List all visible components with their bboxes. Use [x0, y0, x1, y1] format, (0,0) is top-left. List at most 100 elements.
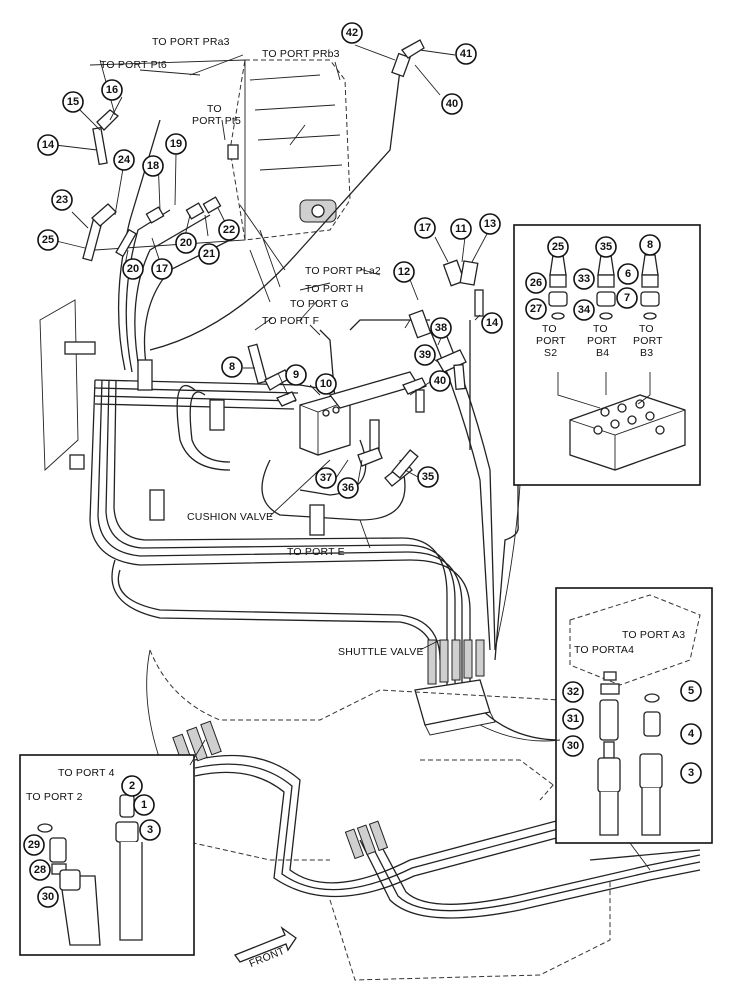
- svg-text:13: 13: [484, 218, 496, 230]
- callout-35a: 35: [417, 466, 439, 488]
- label-port-4: TO PORT 4: [58, 767, 115, 779]
- control-valve-spools: [249, 74, 343, 171]
- callout-14b: 14: [481, 312, 503, 334]
- svg-text:6: 6: [625, 268, 631, 280]
- label-port-2: TO PORT 2: [26, 791, 83, 803]
- detail-fittings: [548, 254, 660, 320]
- label-port-e: TO PORT E: [287, 546, 345, 558]
- svg-text:34: 34: [578, 304, 591, 316]
- svg-text:31: 31: [567, 713, 579, 725]
- callout-31: 31: [562, 708, 584, 730]
- svg-text:32: 32: [567, 686, 579, 698]
- svg-text:30: 30: [42, 891, 54, 903]
- callout-21: 21: [198, 243, 220, 265]
- label-port-a3: TO PORT A3: [622, 629, 685, 641]
- callout-38: 38: [430, 317, 452, 339]
- leader-lines: [51, 44, 489, 651]
- label-port-s2-to: TO: [542, 323, 557, 335]
- callout-15: 15: [62, 91, 84, 113]
- svg-text:42: 42: [346, 27, 358, 39]
- callout-37: 37: [315, 467, 337, 489]
- pilot-block-left: [39, 299, 79, 471]
- svg-text:14: 14: [486, 317, 499, 329]
- svg-text:14: 14: [42, 139, 55, 151]
- svg-text:41: 41: [460, 48, 472, 60]
- shuttle-block-edges: [569, 409, 686, 470]
- svg-text:30: 30: [567, 740, 579, 752]
- hose-clamps: [69, 359, 325, 536]
- label-port-pt5-to: TO: [207, 103, 222, 115]
- label-port-b4: B4: [596, 347, 609, 359]
- callout-25: 25: [37, 229, 59, 251]
- svg-text:8: 8: [229, 361, 235, 373]
- hose-bundle: [89, 69, 701, 919]
- callout-16: 16: [101, 79, 123, 101]
- callout-3a: 3: [680, 762, 702, 784]
- callout-30a: 30: [562, 735, 584, 757]
- shuttle-block-detail: [569, 394, 686, 471]
- svg-text:35: 35: [422, 471, 434, 483]
- callout-28: 28: [29, 859, 51, 881]
- callout-5: 5: [680, 680, 702, 702]
- port-labels: TO PORT PRa3 TO PORT PRb3 TO PORT Pt6 TO…: [26, 36, 685, 803]
- svg-text:29: 29: [28, 839, 40, 851]
- svg-text:37: 37: [320, 472, 332, 484]
- svg-text:25: 25: [42, 234, 54, 246]
- detail-box-link-3: [629, 842, 651, 871]
- callout-34: 34: [573, 299, 595, 321]
- shuttle-block-ports: [593, 399, 665, 435]
- lower-frame: [146, 649, 611, 981]
- callout-33: 33: [573, 268, 595, 290]
- label-port-b4-to: TO: [593, 323, 608, 335]
- callout-11: 11: [450, 218, 472, 240]
- svg-text:17: 17: [156, 263, 168, 275]
- svg-text:5: 5: [688, 685, 694, 697]
- svg-text:38: 38: [435, 322, 447, 334]
- svg-text:12: 12: [398, 266, 410, 278]
- svg-text:8: 8: [647, 239, 653, 251]
- svg-text:17: 17: [419, 222, 431, 234]
- svg-text:7: 7: [624, 292, 630, 304]
- detail-valve-outline: [569, 594, 701, 686]
- label-shuttle-valve: SHUTTLE VALVE: [338, 646, 424, 658]
- callout-6: 6: [617, 263, 639, 285]
- svg-text:23: 23: [56, 194, 68, 206]
- svg-text:22: 22: [223, 224, 235, 236]
- svg-text:1: 1: [141, 799, 147, 811]
- shuttle-valve: [414, 639, 496, 736]
- detail-box-ports-s2-b4-b3: [513, 224, 701, 486]
- fittings-middle: [64, 259, 484, 487]
- callout-41: 41: [455, 43, 477, 65]
- front-arrow: [233, 926, 297, 963]
- callout-4: 4: [680, 723, 702, 745]
- svg-text:3: 3: [688, 767, 694, 779]
- svg-text:33: 33: [578, 273, 590, 285]
- control-valve-outline: [229, 59, 351, 241]
- callouts: 42 41 40 15 16 14 19 18 24 23 25 20 21 2…: [23, 22, 702, 908]
- label-port-b3: B3: [640, 347, 653, 359]
- control-valve-port-hole: [311, 204, 325, 218]
- label-port-pt5: PORT Pt5: [192, 115, 241, 127]
- callout-14: 14: [37, 134, 59, 156]
- callout-17b: 17: [414, 217, 436, 239]
- label-port-b4-port: PORT: [587, 335, 617, 347]
- callout-20a: 20: [175, 232, 197, 254]
- label-port-prb3: TO PORT PRb3: [262, 48, 340, 60]
- svg-text:9: 9: [293, 369, 299, 381]
- svg-text:11: 11: [455, 223, 467, 235]
- callout-10: 10: [315, 373, 337, 395]
- svg-text:24: 24: [118, 154, 131, 166]
- svg-text:39: 39: [419, 349, 431, 361]
- label-port-g: TO PORT G: [290, 298, 349, 310]
- label-cushion-valve: CUSHION VALVE: [187, 511, 273, 523]
- svg-text:26: 26: [530, 277, 542, 289]
- callout-23: 23: [51, 189, 73, 211]
- callout-22: 22: [218, 219, 240, 241]
- svg-text:20: 20: [127, 263, 139, 275]
- svg-text:4: 4: [688, 728, 695, 740]
- callout-3b: 3: [139, 819, 161, 841]
- label-port-pla2: TO PORT PLa2: [305, 265, 381, 277]
- component-labels: CUSHION VALVE SHUTTLE VALVE FRONT: [187, 511, 424, 970]
